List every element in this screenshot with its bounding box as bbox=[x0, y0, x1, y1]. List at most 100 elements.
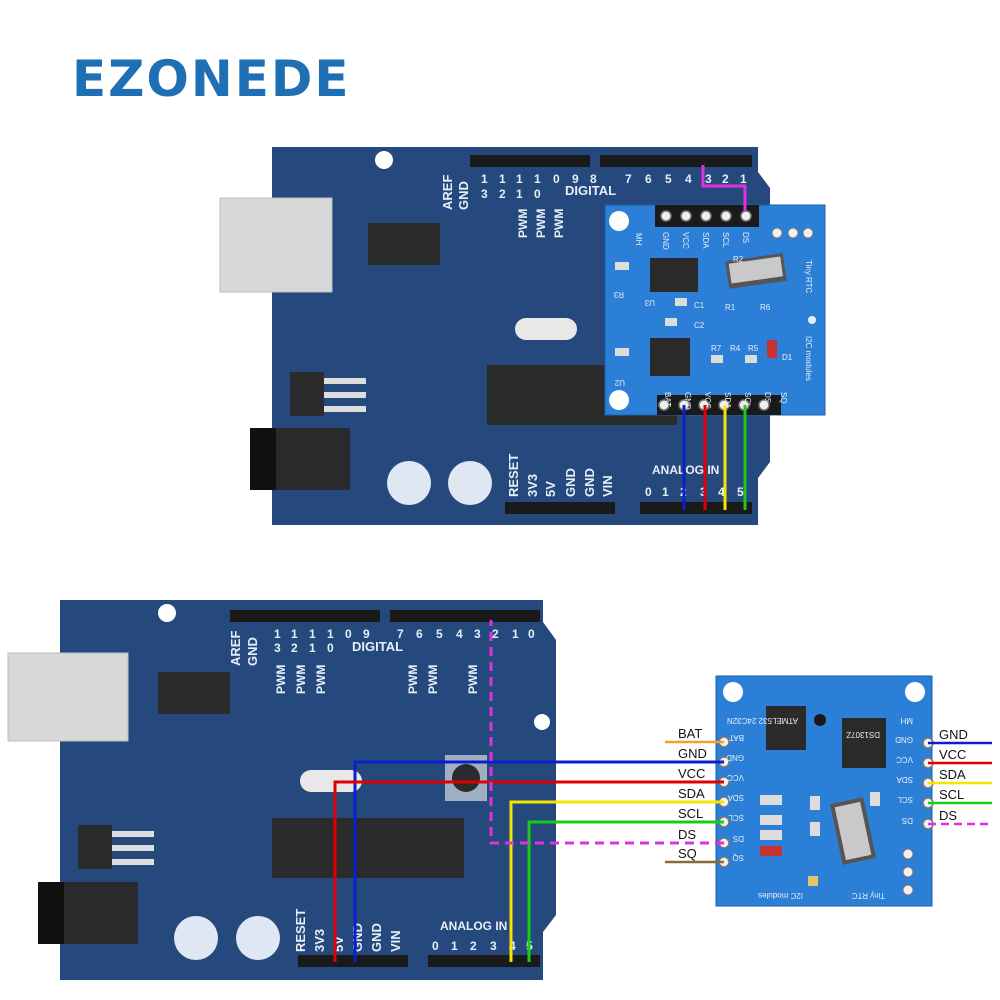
wire-label-left: VCC bbox=[678, 766, 705, 781]
brand-logo: EZONEDE bbox=[72, 50, 351, 108]
wire-label-right: DS bbox=[939, 808, 957, 823]
pwm-label-bottom-6: PWM bbox=[466, 665, 480, 694]
digital-pin-number: 4 bbox=[456, 627, 463, 641]
digital-pin-number: 1 bbox=[534, 172, 541, 186]
digital-pin-number: 3 bbox=[705, 172, 712, 186]
analog-pin-number: 2 bbox=[470, 939, 477, 953]
power-pin-label: GND bbox=[369, 923, 384, 952]
module-pin-label: SDA bbox=[701, 232, 710, 249]
module-left-pin-label: SQ bbox=[732, 853, 744, 862]
power-pin-label: GND bbox=[350, 923, 365, 952]
header-pin bbox=[660, 210, 672, 222]
pwm-label-bottom-1: PWM bbox=[274, 665, 288, 694]
wire-label-right: GND bbox=[939, 727, 968, 742]
module-right-pin-label: SCL bbox=[897, 795, 913, 804]
header-pin bbox=[680, 210, 692, 222]
digital-label-bottom: DIGITAL bbox=[352, 639, 403, 654]
pwm-label-bottom-3: PWM bbox=[314, 665, 328, 694]
usb-chip-top bbox=[368, 223, 440, 265]
wire-label-left: DS bbox=[678, 827, 696, 842]
header-pin bbox=[758, 399, 770, 411]
digital-pin-number-row2: 1 bbox=[516, 187, 523, 201]
digital-pin-number: 1 bbox=[291, 627, 298, 641]
module-pin-label: GND bbox=[661, 232, 670, 250]
module-pin-label: GND bbox=[683, 392, 692, 410]
ref-r6: R6 bbox=[760, 303, 771, 312]
analog-pin-number: 0 bbox=[645, 485, 652, 499]
rtc-mark-top: MH bbox=[634, 233, 643, 246]
digital-header-top bbox=[470, 155, 590, 167]
ds-wire-bottom bbox=[489, 620, 724, 845]
pwm-label-bottom-5: PWM bbox=[426, 665, 440, 694]
chip-label-rtc: DS1307Z bbox=[846, 730, 880, 739]
digital-pin-number: 2 bbox=[722, 172, 729, 186]
pwm-label-top-2: PWM bbox=[534, 209, 548, 238]
power-header-bottom bbox=[298, 955, 408, 967]
module-pin-label: SCL bbox=[721, 232, 730, 248]
digital-pin-number: 1 bbox=[309, 627, 316, 641]
ref-c2: C2 bbox=[694, 321, 705, 330]
digital-pin-number-row2: 2 bbox=[499, 187, 506, 201]
power-pin-label: RESET bbox=[293, 909, 308, 952]
digital-pin-number: 9 bbox=[363, 627, 370, 641]
ref-r2: R2 bbox=[733, 255, 744, 264]
usb-chip-bottom bbox=[158, 672, 230, 714]
power-pin-label: 3V3 bbox=[525, 474, 540, 497]
module-left-pin-label: SDA bbox=[727, 793, 744, 802]
header-pin bbox=[740, 210, 752, 222]
gnd-wire-bottom bbox=[353, 760, 724, 962]
gnd-label-bottom: GND bbox=[245, 637, 260, 666]
analog-label-bottom: ANALOG IN bbox=[440, 919, 507, 933]
digital-pin-number: 1 bbox=[274, 627, 281, 641]
module-left-pin-label: SCL bbox=[728, 813, 744, 822]
digital-pin-number-row2: 3 bbox=[481, 187, 488, 201]
wire-label-left: SQ bbox=[678, 846, 697, 861]
power-header-top bbox=[505, 502, 615, 514]
power-pin-label: 3V3 bbox=[312, 929, 327, 952]
digital-pin-number: 2 bbox=[492, 627, 499, 641]
header-pin bbox=[720, 210, 732, 222]
power-pin-label: VIN bbox=[388, 930, 403, 952]
wires-bottom bbox=[333, 620, 992, 962]
digital-pin-number: 3 bbox=[474, 627, 481, 641]
wire-label-left: BAT bbox=[678, 726, 702, 741]
usb-port-top bbox=[219, 197, 333, 293]
module-right-pin-label: VCC bbox=[896, 755, 913, 764]
digital-pin-number-row2: 0 bbox=[534, 187, 541, 201]
module-left-pin-label: GND bbox=[726, 753, 744, 762]
digital-pin-number: 8 bbox=[590, 172, 597, 186]
ref-r5: R5 bbox=[748, 344, 759, 353]
digital-pin-number: 7 bbox=[397, 627, 404, 641]
pwm-label-bottom-4: PWM bbox=[406, 665, 420, 694]
usb-port-bottom bbox=[7, 652, 129, 742]
ds-wire-top bbox=[701, 165, 747, 211]
digital-pin-number: 1 bbox=[740, 172, 747, 186]
ref-r4: R4 bbox=[730, 344, 741, 353]
module-pin-label: SDA bbox=[723, 392, 732, 409]
power-pin-label: VIN bbox=[600, 475, 615, 497]
digital-pin-number-row2: 2 bbox=[291, 641, 298, 655]
digital-label-top: DIGITAL bbox=[565, 183, 616, 198]
digital-pin-number: 1 bbox=[512, 627, 519, 641]
power-pin-label: GND bbox=[563, 468, 578, 497]
chip-label-eeprom: ATMEL532 24C32N bbox=[727, 716, 798, 725]
digital-pin-number: 1 bbox=[516, 172, 523, 186]
module-pin-label: SQ bbox=[779, 392, 788, 404]
header-pin bbox=[658, 399, 670, 411]
module-left-pin-label: DS bbox=[733, 834, 744, 843]
digital-pin-number: 5 bbox=[436, 627, 443, 641]
ref-r7: R7 bbox=[711, 344, 722, 353]
digital-pin-number: 0 bbox=[553, 172, 560, 186]
analog-pin-number: 5 bbox=[737, 485, 744, 499]
wire-label-right: SCL bbox=[939, 787, 964, 802]
vcc-wire-bottom bbox=[333, 780, 724, 962]
pwm-label-top-3: PWM bbox=[552, 209, 566, 238]
